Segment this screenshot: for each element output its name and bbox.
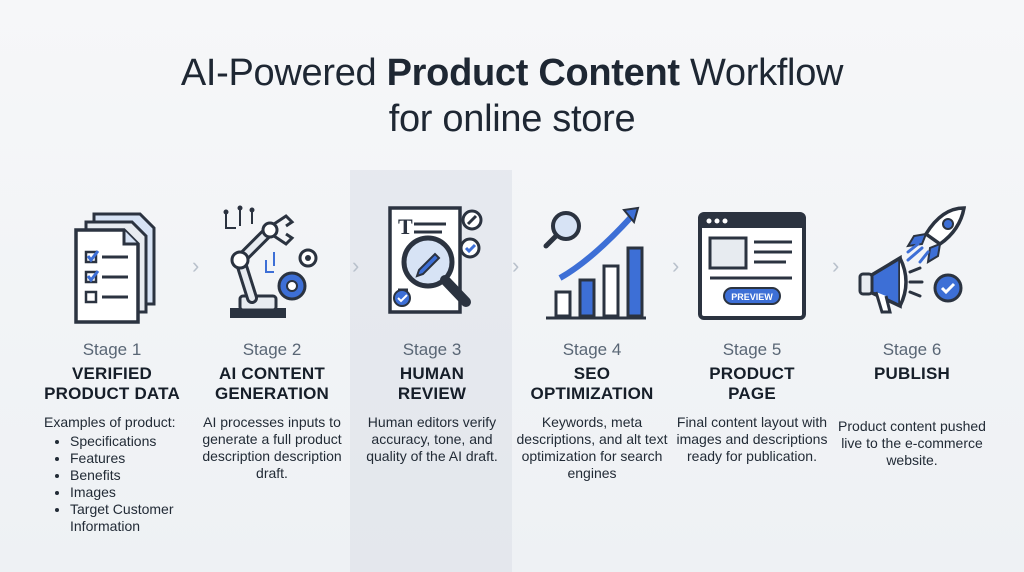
stage-3: T Stage 3 HUMAN REVIEW Human editors ver… xyxy=(352,200,512,465)
chevron-right-icon: › xyxy=(672,253,680,278)
stage-number: Stage 2 xyxy=(242,340,302,359)
browser-preview-icon: PREVIEW xyxy=(698,212,806,320)
stage-number: Stage 5 xyxy=(722,340,782,359)
stage-description: Human editors verify accuracy, tone, and… xyxy=(366,414,498,464)
rocket-megaphone-icon xyxy=(858,206,967,314)
list-item: Images xyxy=(70,484,192,501)
chevron-right-icon: › xyxy=(512,253,520,278)
stage-title: AI CONTENT GENERATION xyxy=(214,364,330,403)
stage-6: Stage 6 PUBLISH Product content pushed l… xyxy=(832,200,992,469)
document-magnifier-icon: T xyxy=(388,206,483,314)
preview-badge: PREVIEW xyxy=(731,292,773,302)
svg-text:T: T xyxy=(398,214,413,239)
stage-number: Stage 1 xyxy=(82,340,142,359)
stage-title: VERIFIED PRODUCT DATA xyxy=(44,364,180,403)
title-line-2: for online store xyxy=(388,98,636,140)
stage-description: AI processes inputs to generate a full p… xyxy=(202,414,342,481)
stage-5: PREVIEW Stage 5 PRODUCT PAGE Final conte… xyxy=(672,200,832,465)
stage-number: Stage 6 xyxy=(882,340,942,359)
list-item: Features xyxy=(70,450,192,467)
stage-description: Final content layout with images and des… xyxy=(676,414,828,464)
stage-number: Stage 4 xyxy=(562,340,622,359)
chevron-right-icon: › xyxy=(352,253,360,278)
stage-title: PUBLISH xyxy=(873,364,951,383)
growth-chart-search-icon xyxy=(543,206,646,320)
list-item: Benefits xyxy=(70,467,192,484)
stage-title: HUMAN REVIEW xyxy=(397,364,467,403)
chevron-right-icon: › xyxy=(192,253,200,278)
stage-2: Stage 2 AI CONTENT GENERATION AI process… xyxy=(192,200,352,482)
stage-description: Examples of product: Specifications Feat… xyxy=(44,414,192,535)
documents-checklist-icon xyxy=(74,212,156,324)
examples-list: Specifications Features Benefits Images … xyxy=(44,433,192,535)
stage-title: SEO OPTIMIZATION xyxy=(530,364,654,403)
stage-title: PRODUCT PAGE xyxy=(709,364,795,403)
list-item: Target Customer Information xyxy=(70,501,192,535)
list-item: Specifications xyxy=(70,433,192,450)
stage-1: Stage 1 VERIFIED PRODUCT DATA Examples o… xyxy=(32,200,192,535)
stage-number: Stage 3 xyxy=(402,340,462,359)
robot-arm-gear-icon xyxy=(223,205,318,318)
stage-description: Keywords, meta descriptions, and alt tex… xyxy=(516,414,668,481)
chevron-right-icon: › xyxy=(832,253,840,278)
stage-4: Stage 4 SEO OPTIMIZATION Keywords, meta … xyxy=(512,200,672,482)
stage-description: Product content pushed live to the e-com… xyxy=(838,418,986,468)
page-title: AI-Powered Product Content Workflow for … xyxy=(0,50,1024,142)
